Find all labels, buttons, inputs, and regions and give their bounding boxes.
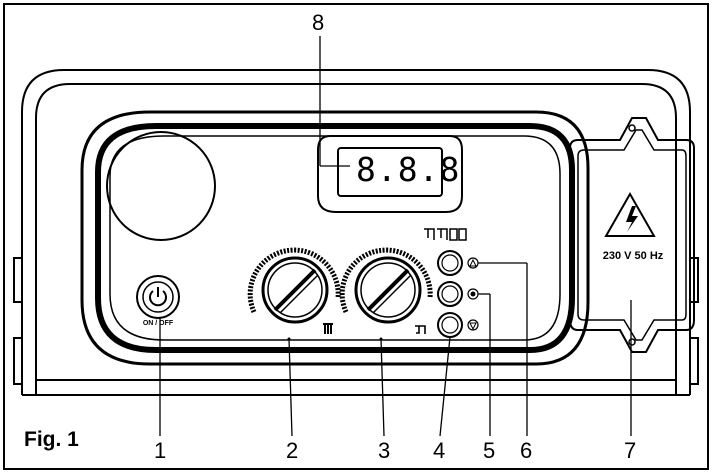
electrical-cover [569, 117, 695, 353]
callout-3: 3 [378, 438, 391, 463]
figure-label: Fig. 1 [24, 428, 79, 451]
mode-button-middle[interactable] [437, 281, 463, 307]
mode-button-bottom[interactable] [437, 312, 463, 338]
gear-icon [467, 288, 479, 300]
callout-1: 1 [154, 438, 167, 463]
callout-6: 6 [520, 438, 533, 463]
pressure-gauge-window [106, 131, 216, 241]
display-digits: 8.8.8 [356, 150, 461, 189]
tap-icon [415, 325, 426, 334]
callout-2: 2 [286, 438, 299, 463]
callout-8: 8 [312, 10, 325, 35]
power-icon [149, 287, 167, 307]
digital-display [317, 135, 463, 213]
radiator-icon [323, 323, 333, 334]
mode-icons [424, 228, 467, 241]
figure-frame [3, 3, 709, 470]
mode-button-top[interactable] [437, 250, 463, 276]
hot-water-temperature-knob[interactable] [339, 247, 433, 341]
triangle-up-icon [467, 257, 479, 269]
power-button[interactable] [136, 275, 180, 319]
heating-temperature-knob[interactable] [247, 247, 341, 341]
callout-7: 7 [624, 438, 637, 463]
callout-4: 4 [433, 438, 446, 463]
triangle-down-icon [467, 319, 479, 331]
callout-5: 5 [483, 438, 496, 463]
boiler-housing [13, 69, 699, 396]
leader-lines [159, 36, 632, 437]
high-voltage-icon [604, 191, 656, 237]
on-off-label: ON / OFF [142, 320, 174, 327]
voltage-rating-label: 230 V 50 Hz [602, 250, 664, 262]
